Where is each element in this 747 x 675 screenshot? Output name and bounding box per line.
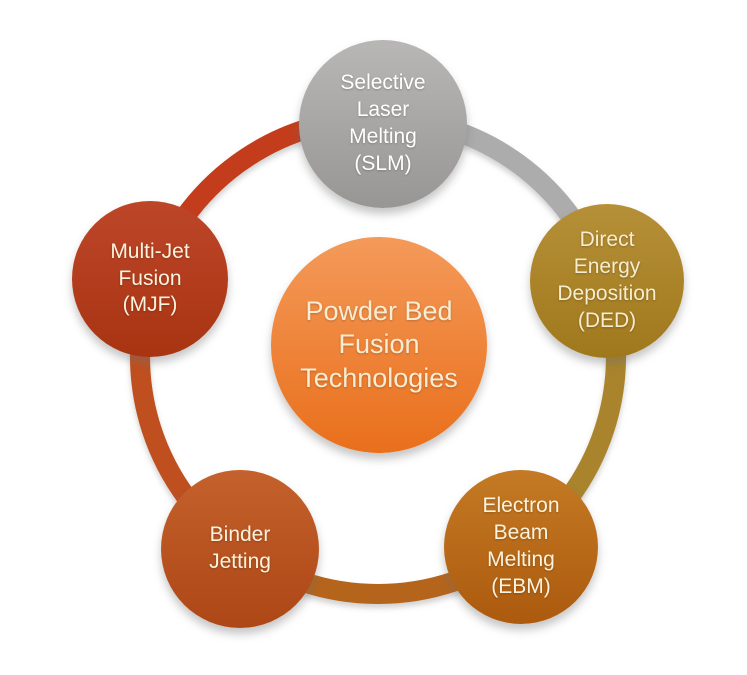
node-multi-jet-fusion-label: Multi-Jet Fusion (MJF) [110,239,190,317]
center-node-label: Powder Bed Fusion Technologies [300,295,458,393]
node-electron-beam-melting-label: Electron Beam Melting (EBM) [482,494,560,598]
node-electron-beam-melting: Electron Beam Melting (EBM) [444,470,598,624]
center-node-powder-bed-fusion: Powder Bed Fusion Technologies [271,237,487,453]
node-selective-laser-melting: Selective Laser Melting (SLM) [299,40,467,208]
node-direct-energy-deposition-label: Direct Energy Deposition (DED) [557,228,657,332]
node-multi-jet-fusion: Multi-Jet Fusion (MJF) [72,201,228,357]
node-binder-jetting: Binder Jetting [161,470,319,628]
node-selective-laser-melting-label: Selective Laser Melting (SLM) [340,71,426,175]
node-binder-jetting-label: Binder Jetting [209,523,271,573]
node-direct-energy-deposition: Direct Energy Deposition (DED) [530,204,684,358]
